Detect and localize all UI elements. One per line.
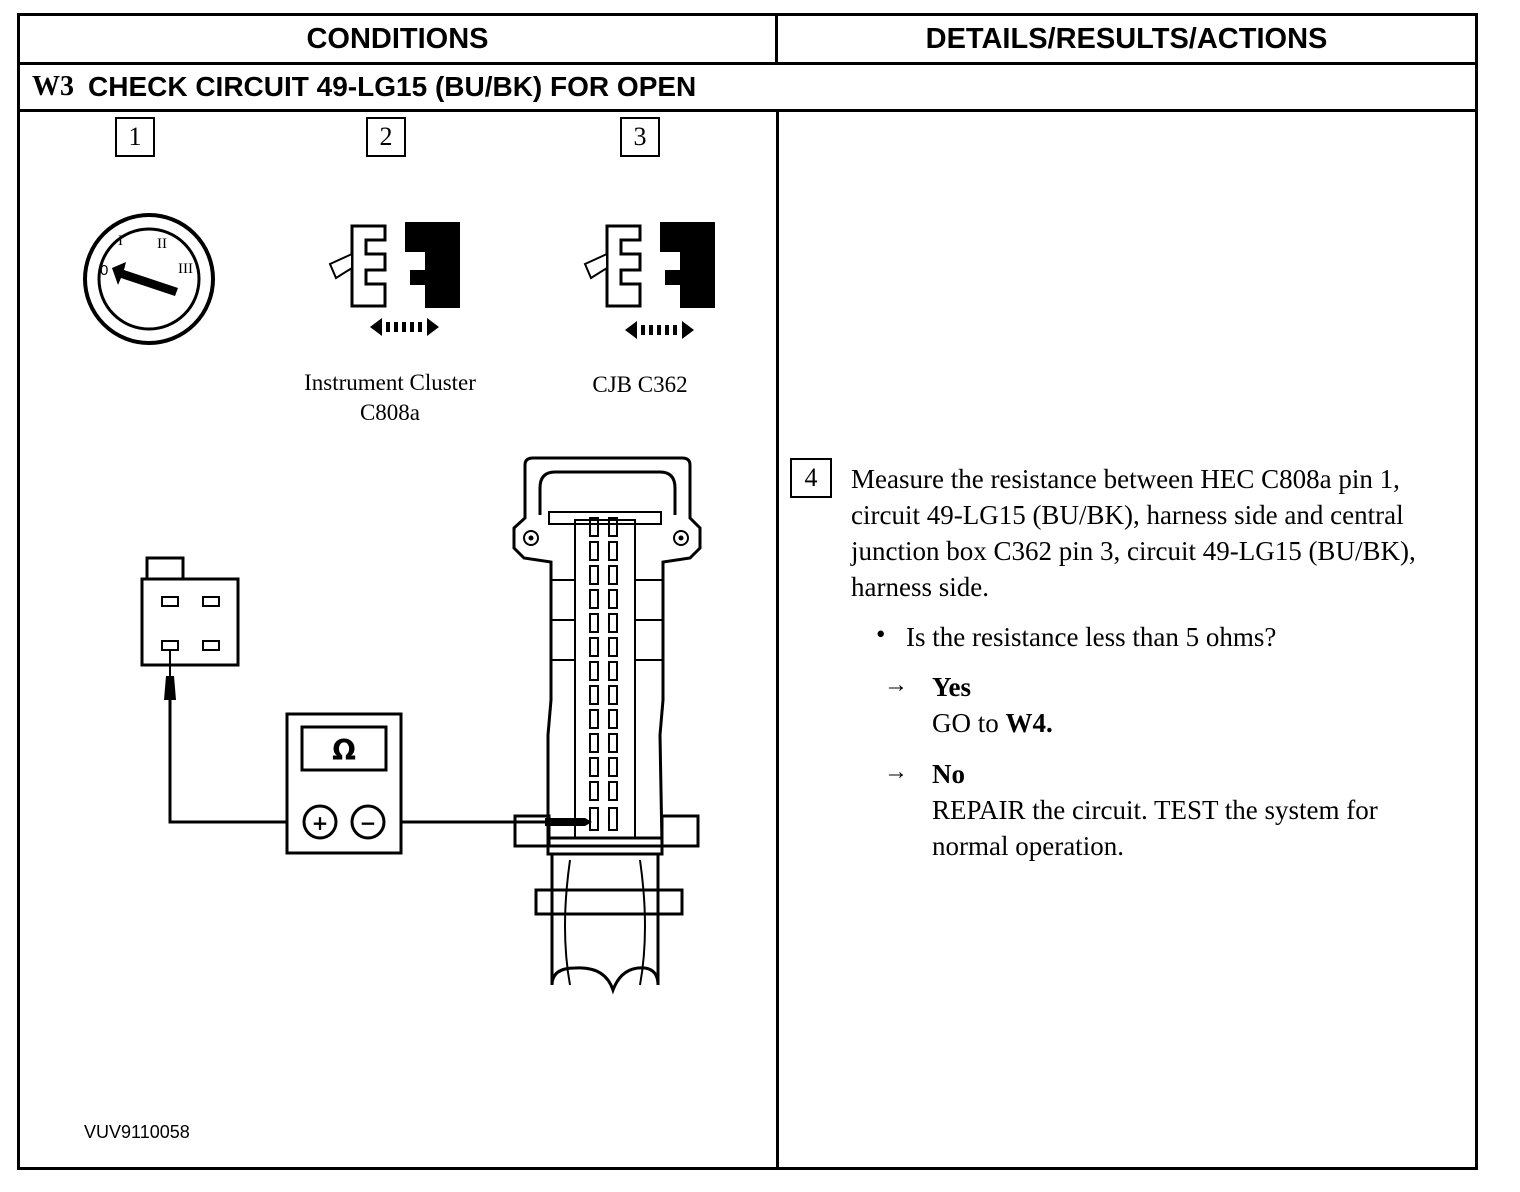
plus-terminal-label: + bbox=[312, 811, 329, 835]
yes-prefix: GO to bbox=[932, 708, 999, 738]
details-header: DETAILS/RESULTS/ACTIONS bbox=[778, 16, 1475, 65]
yes-target: W4. bbox=[1005, 708, 1053, 738]
question-text: Is the resistance less than 5 ohms? bbox=[906, 622, 1277, 652]
conditions-header: CONDITIONS bbox=[20, 16, 778, 65]
ohm-symbol: Ω bbox=[332, 734, 356, 767]
step-box-2: 2 bbox=[366, 117, 406, 157]
ignition-position-2: II bbox=[157, 236, 167, 252]
ignition-switch-icon: 0 I II III bbox=[83, 213, 215, 345]
no-label: No bbox=[932, 759, 965, 789]
yes-block: Yes GO to W4. bbox=[932, 669, 1053, 741]
no-action: REPAIR the circuit. TEST the system for … bbox=[932, 795, 1378, 861]
action-number-box: 4 bbox=[790, 458, 832, 498]
harness-connector-c808a bbox=[140, 556, 240, 700]
step-heading: W3 CHECK CIRCUIT 49-LG15 (BU/BK) FOR OPE… bbox=[20, 65, 1475, 112]
no-block: No REPAIR the circuit. TEST the system f… bbox=[932, 756, 1452, 864]
yes-arrow-icon: → bbox=[884, 672, 908, 698]
multimeter-icon: Ω + − bbox=[285, 712, 403, 855]
step-id: W3 bbox=[32, 71, 74, 102]
step-box-1: 1 bbox=[115, 117, 155, 157]
minus-terminal-label: − bbox=[360, 811, 377, 835]
connector-a-label-line1: Instrument Cluster bbox=[304, 370, 476, 395]
figure-id: VUV9110058 bbox=[84, 1122, 190, 1142]
cjb-connector-c362 bbox=[512, 456, 702, 995]
step-title: CHECK CIRCUIT 49-LG15 (BU/BK) FOR OPEN bbox=[88, 71, 697, 102]
ignition-position-0: 0 bbox=[100, 262, 108, 279]
ignition-position-1: I bbox=[118, 233, 123, 249]
step-box-3: 3 bbox=[620, 117, 660, 157]
no-arrow-icon: → bbox=[884, 759, 908, 785]
probe-tip bbox=[545, 818, 592, 826]
connector-a-label-line2: C808a bbox=[359, 400, 421, 425]
positive-lead bbox=[168, 700, 302, 824]
connector-disconnect-icon-a bbox=[328, 222, 460, 336]
diagnostic-sheet: CONDITIONS DETAILS/RESULTS/ACTIONS W3 CH… bbox=[17, 13, 1478, 1170]
connector-disconnect-icon-b bbox=[583, 222, 715, 339]
yes-label: Yes bbox=[932, 672, 971, 702]
ignition-position-3: III bbox=[178, 261, 193, 277]
column-divider bbox=[776, 112, 779, 1170]
connector-b-caption: CJB C362 bbox=[592, 372, 688, 397]
action-text: Measure the resistance between HEC C808a… bbox=[851, 464, 1416, 602]
question-bullet: • bbox=[876, 619, 886, 649]
connector-a-caption: Instrument Cluster C808a bbox=[270, 368, 510, 428]
